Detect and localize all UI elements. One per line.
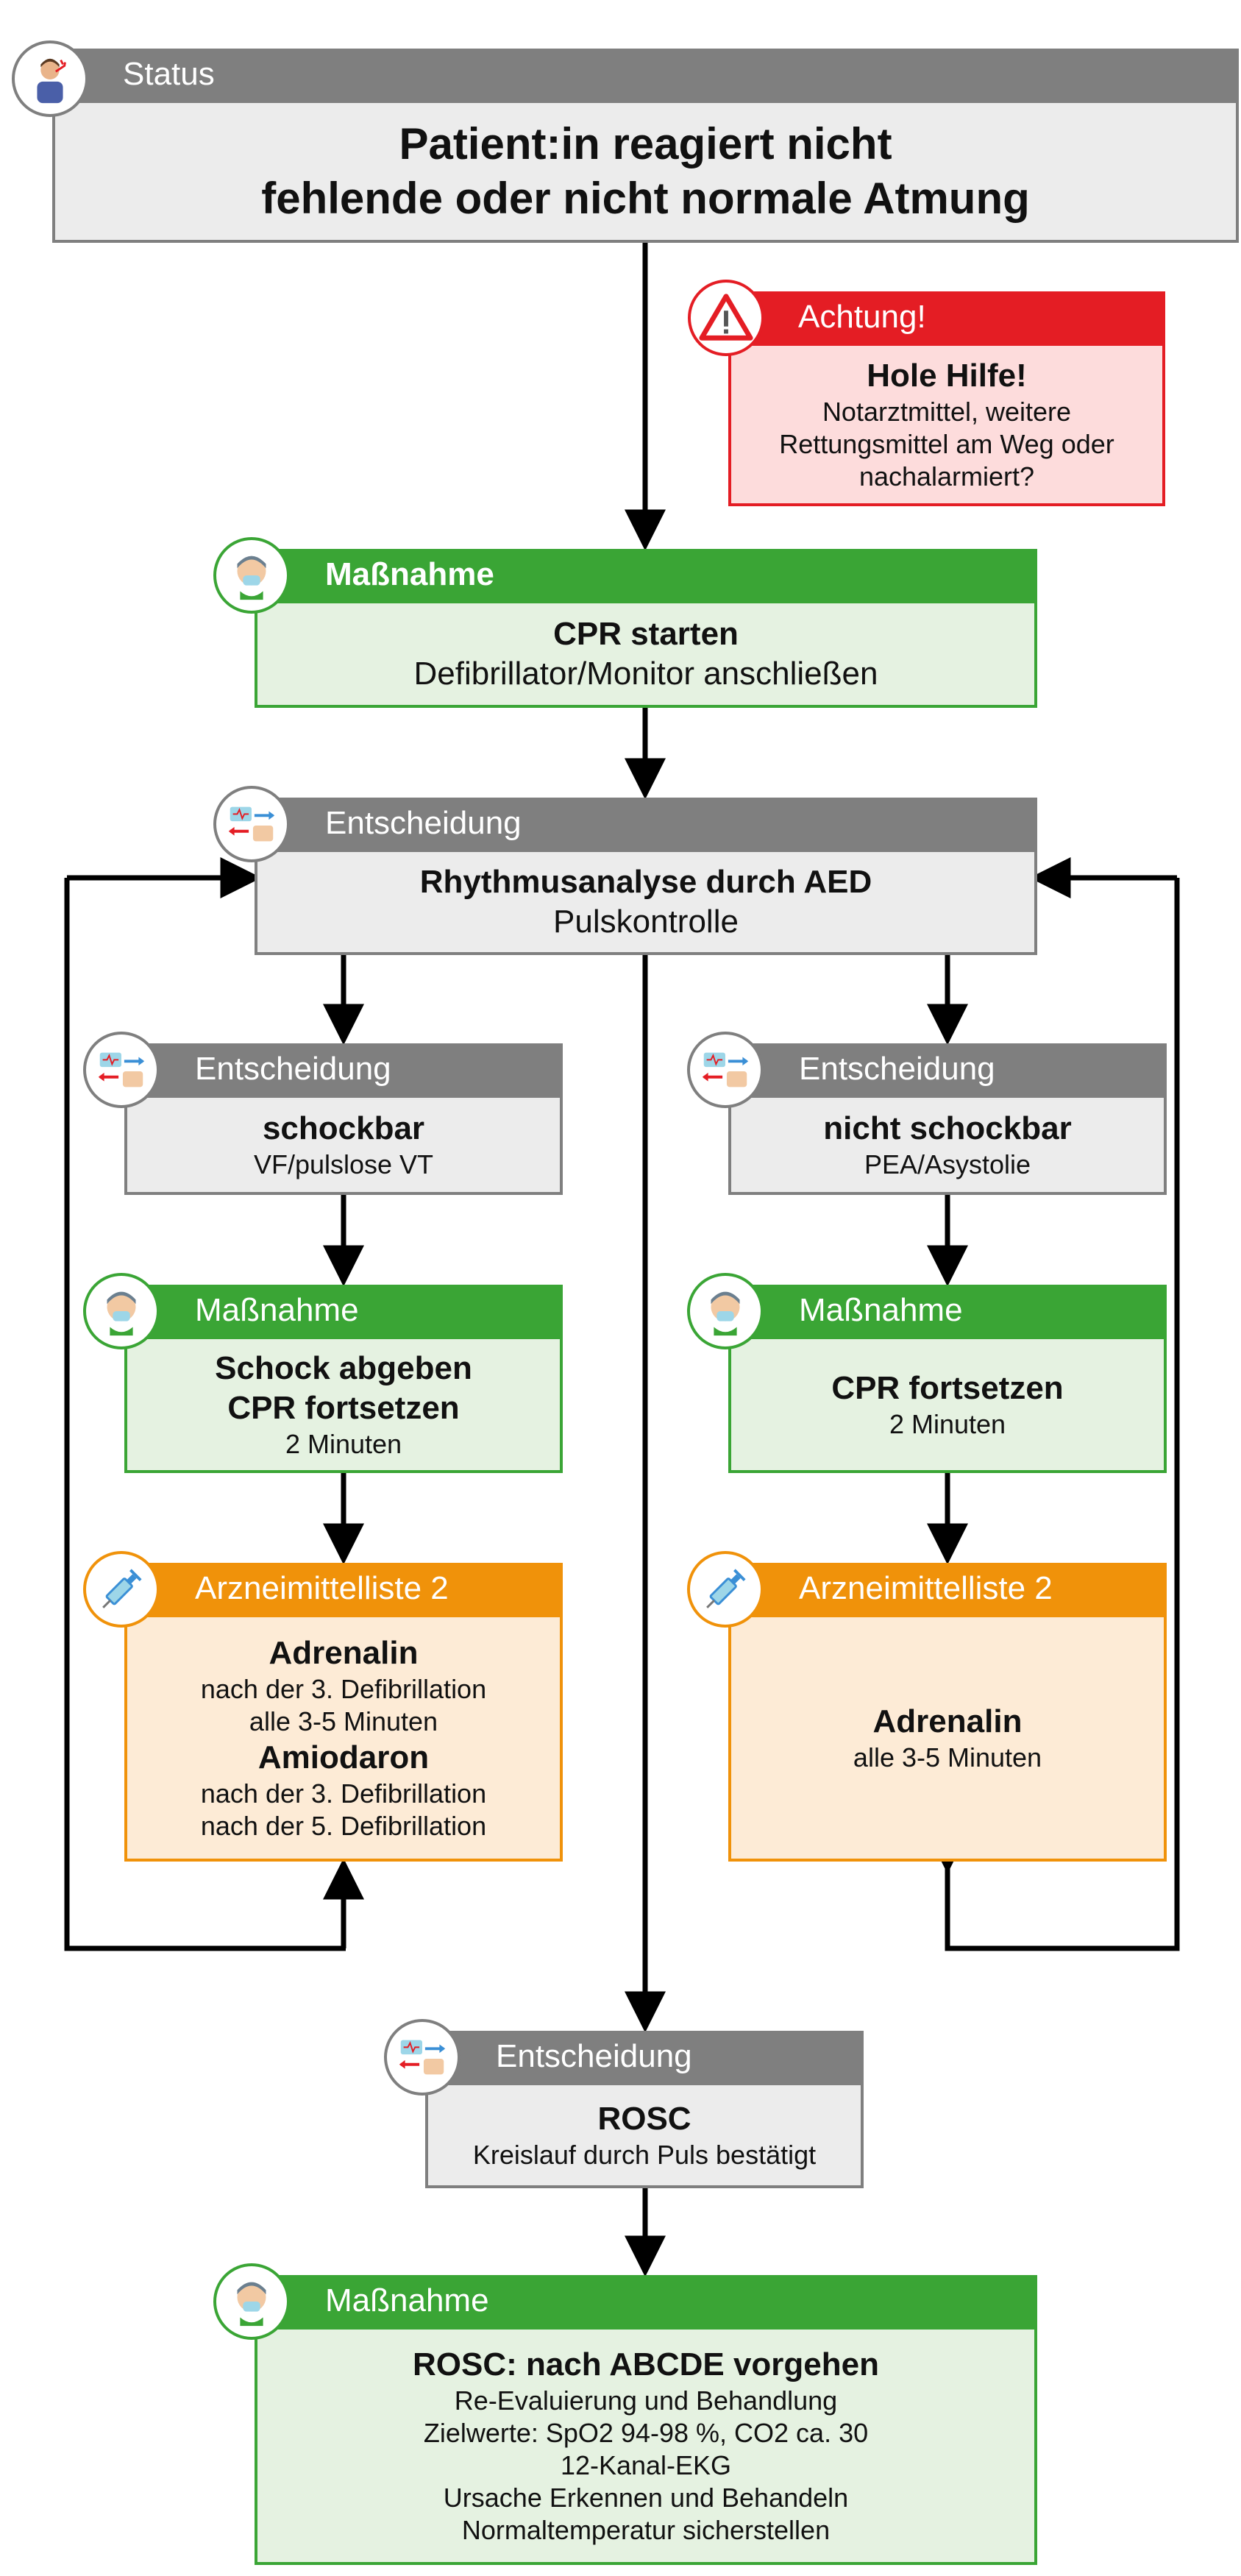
loop-left-to-rhythm xyxy=(64,878,346,1951)
medic-icon xyxy=(687,1273,764,1349)
shockable-line-1: VF/pulslose VT xyxy=(253,1149,434,1179)
shock-action-title-2: CPR fortsetzen xyxy=(227,1390,460,1426)
drugs-right-body: Adrenalin alle 3-5 Minuten xyxy=(728,1614,1167,1862)
rosc-decision-card: Entscheidung ROSC Kreislauf durch Puls b… xyxy=(425,2031,864,2188)
warning-line-2: Rettungsmittel am Weg oder xyxy=(779,429,1114,459)
rhythm-body: Rhythmusanalyse durch AED Pulskontrolle xyxy=(255,849,1037,955)
status-header: Status xyxy=(52,49,1239,100)
drugs-right-card: Arzneimittelliste 2 Adrenalin alle 3-5 M… xyxy=(728,1563,1167,1862)
shockable-body: schockbar VF/pulslose VT xyxy=(124,1095,563,1195)
shock-action-body: Schock abgeben CPR fortsetzen 2 Minuten xyxy=(124,1336,563,1473)
drugs-left-header: Arzneimittelliste 2 xyxy=(124,1563,563,1614)
shockable-title: schockbar xyxy=(262,1110,425,1146)
rosc-decision-body: ROSC Kreislauf durch Puls bestätigt xyxy=(425,2082,864,2188)
rosc-action-card: Maßnahme ROSC: nach ABCDE vorgehen Re-Ev… xyxy=(255,2275,1037,2565)
warning-header: Achtung! xyxy=(728,291,1165,343)
decision-icon xyxy=(83,1032,160,1108)
rosc-action-line-4: Ursache Erkennen und Behandeln xyxy=(443,2483,849,2513)
not-shockable-card: Entscheidung nicht schockbar PEA/Asystol… xyxy=(728,1043,1167,1195)
rosc-action-line-5: Normaltemperatur sicherstellen xyxy=(461,2515,831,2545)
cpr-start-line-1: Defibrillator/Monitor anschließen xyxy=(413,656,878,692)
not-shockable-title: nicht schockbar xyxy=(823,1110,1072,1146)
not-shockable-line-1: PEA/Asystolie xyxy=(864,1149,1031,1179)
rosc-decision-title: ROSC xyxy=(597,2101,691,2137)
status-line-2: fehlende oder nicht normale Atmung xyxy=(261,174,1030,223)
status-body: Patient:in reagiert nicht fehlende oder … xyxy=(52,100,1239,243)
decision-icon xyxy=(687,1032,764,1108)
cpr-continue-title: CPR fortsetzen xyxy=(831,1370,1064,1406)
warning-card: Achtung! Hole Hilfe! Notarztmittel, weit… xyxy=(728,291,1165,506)
rosc-action-line-1: Re-Evaluierung und Behandlung xyxy=(454,2385,838,2416)
rosc-action-header: Maßnahme xyxy=(255,2275,1037,2327)
rosc-action-body: ROSC: nach ABCDE vorgehen Re-Evaluierung… xyxy=(255,2327,1037,2565)
status-line-1: Patient:in reagiert nicht xyxy=(399,119,892,168)
shock-action-header: Maßnahme xyxy=(124,1285,563,1336)
rhythm-card: Entscheidung Rhythmusanalyse durch AED P… xyxy=(255,798,1037,955)
shock-action-line-1: 2 Minuten xyxy=(285,1429,402,1459)
drugs-right-header: Arzneimittelliste 2 xyxy=(728,1563,1167,1614)
drug-amiodaron-name: Amiodaron xyxy=(257,1739,430,1775)
decision-icon xyxy=(384,2019,461,2096)
cpr-continue-card: Maßnahme CPR fortsetzen 2 Minuten xyxy=(728,1285,1167,1473)
drug-adrenalin-name: Adrenalin xyxy=(872,1703,1023,1739)
drugs-left-card: Arzneimittelliste 2 Adrenalin nach der 3… xyxy=(124,1563,563,1862)
shockable-card: Entscheidung schockbar VF/pulslose VT xyxy=(124,1043,563,1195)
cpr-continue-body: CPR fortsetzen 2 Minuten xyxy=(728,1336,1167,1473)
status-card: Status Patient:in reagiert nicht fehlend… xyxy=(52,49,1239,243)
warning-line-1: Notarztmittel, weitere xyxy=(822,397,1072,427)
shockable-header: Entscheidung xyxy=(124,1043,563,1095)
warning-title: Hole Hilfe! xyxy=(867,358,1027,394)
medic-icon xyxy=(83,1273,160,1349)
rosc-action-title: ROSC: nach ABCDE vorgehen xyxy=(412,2346,879,2382)
syringe-icon xyxy=(687,1551,764,1628)
rosc-action-line-3: 12-Kanal-EKG xyxy=(560,2450,732,2480)
decision-icon xyxy=(213,786,290,862)
drug-amiodaron-line-1: nach der 3. Defibrillation xyxy=(200,1778,487,1809)
cpr-start-card: Maßnahme CPR starten Defibrillator/Monit… xyxy=(255,549,1037,708)
not-shockable-body: nicht schockbar PEA/Asystolie xyxy=(728,1095,1167,1195)
cpr-start-body: CPR starten Defibrillator/Monitor anschl… xyxy=(255,600,1037,708)
warning-icon xyxy=(688,280,764,356)
person-icon xyxy=(12,40,88,117)
rhythm-title: Rhythmusanalyse durch AED xyxy=(419,864,872,900)
warning-body: Hole Hilfe! Notarztmittel, weitere Rettu… xyxy=(728,343,1165,506)
rhythm-header: Entscheidung xyxy=(255,798,1037,849)
drug-adrenalin-line-1: alle 3-5 Minuten xyxy=(853,1742,1042,1773)
cpr-start-title: CPR starten xyxy=(553,616,739,652)
shock-action-title-1: Schock abgeben xyxy=(215,1350,472,1386)
loop-right-to-rhythm xyxy=(927,878,1180,1951)
warning-line-3: nachalarmiert? xyxy=(858,461,1035,492)
shock-action-card: Maßnahme Schock abgeben CPR fortsetzen 2… xyxy=(124,1285,563,1473)
cpr-continue-line-1: 2 Minuten xyxy=(889,1409,1006,1439)
not-shockable-header: Entscheidung xyxy=(728,1043,1167,1095)
rosc-action-line-2: Zielwerte: SpO2 94-98 %, CO2 ca. 30 xyxy=(423,2418,869,2448)
cpr-start-header: Maßnahme xyxy=(255,549,1037,600)
medic-icon xyxy=(213,2263,290,2340)
cpr-continue-header: Maßnahme xyxy=(728,1285,1167,1336)
drug-amiodaron-line-2: nach der 5. Defibrillation xyxy=(200,1811,487,1841)
drug-adrenalin-name: Adrenalin xyxy=(269,1635,419,1671)
drug-adrenalin-line-2: alle 3-5 Minuten xyxy=(249,1706,438,1736)
rosc-decision-header: Entscheidung xyxy=(425,2031,864,2082)
drug-adrenalin-line-1: nach der 3. Defibrillation xyxy=(200,1674,487,1704)
rhythm-line-1: Pulskontrolle xyxy=(553,904,739,940)
drugs-left-body: Adrenalin nach der 3. Defibrillation all… xyxy=(124,1614,563,1862)
rosc-decision-line-1: Kreislauf durch Puls bestätigt xyxy=(472,2140,817,2170)
syringe-icon xyxy=(83,1551,160,1628)
medic-icon xyxy=(213,537,290,614)
